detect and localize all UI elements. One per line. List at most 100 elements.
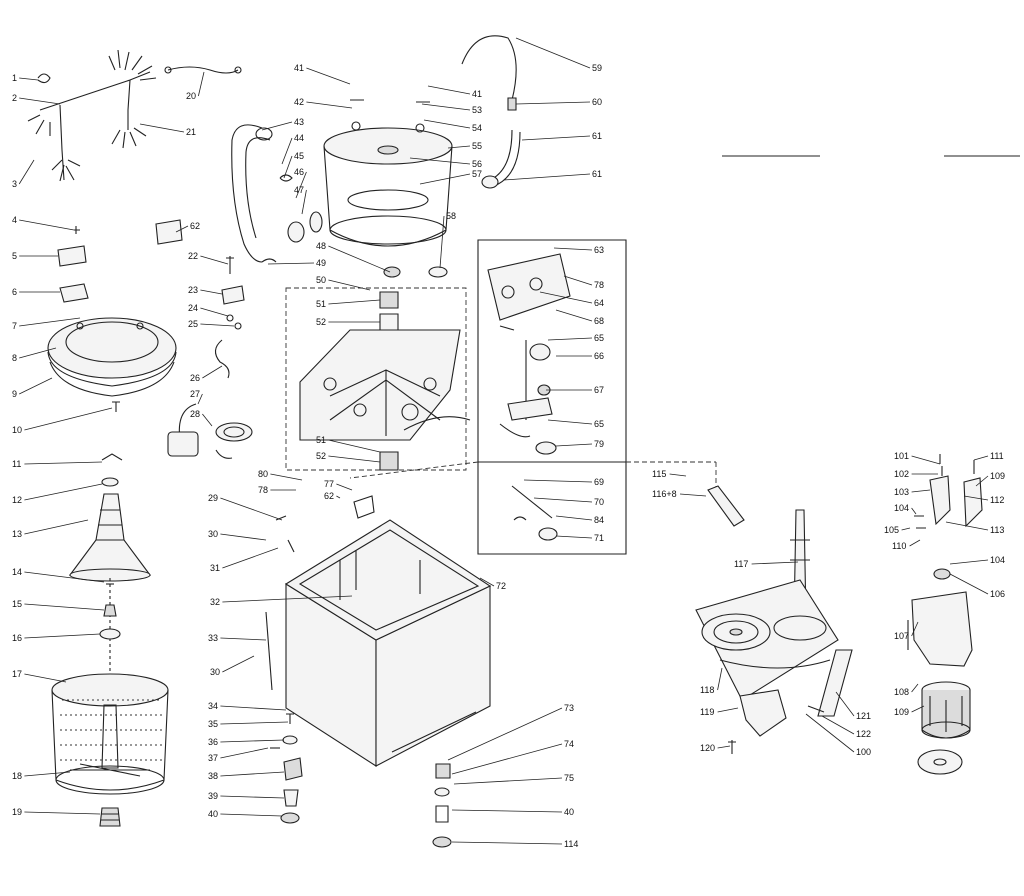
part-label: 40: [564, 807, 574, 817]
part-label: 102: [894, 469, 909, 479]
leader-line: [555, 443, 593, 447]
leader-line: [202, 413, 213, 427]
agitator-cap: [101, 453, 123, 487]
part-label: 100: [856, 747, 871, 757]
wire-harness: [27, 49, 242, 182]
part-label: 111: [990, 451, 1004, 461]
leader-line: [270, 473, 303, 481]
part-label: 14: [12, 567, 22, 577]
leader-line: [945, 521, 989, 531]
leveling-legs-34-40: [270, 713, 303, 824]
leader-line: [447, 145, 471, 149]
leader-line: [220, 497, 283, 521]
leader-line: [175, 225, 189, 233]
leader-line: [336, 483, 353, 491]
leader-line: [198, 71, 205, 97]
leader-line: [281, 137, 293, 165]
leader-line: [421, 103, 471, 111]
cabinet: [265, 495, 492, 768]
leader-line: [963, 495, 989, 501]
leader-line: [949, 573, 989, 595]
part-label: 58: [446, 211, 456, 221]
leader-line: [222, 595, 353, 603]
part-label: 24: [188, 303, 198, 313]
part-label: 79: [594, 439, 604, 449]
leader-line: [447, 707, 563, 761]
part-label: 45: [294, 151, 304, 161]
part-label: 121: [856, 711, 871, 721]
leader-line: [301, 189, 307, 215]
part-label: 60: [592, 97, 602, 107]
dash-leaders: [349, 461, 717, 500]
part-label: 62: [190, 221, 200, 231]
leader-line: [427, 85, 471, 95]
part-label: 9: [12, 389, 17, 399]
part-label: 1: [12, 73, 17, 83]
leader-line: [717, 707, 739, 713]
part-label: 104: [894, 503, 909, 513]
leader-line: [222, 655, 255, 673]
leader-line: [821, 715, 855, 735]
leader-line: [901, 527, 911, 531]
part-label: 70: [594, 497, 604, 507]
leader-line: [911, 621, 919, 637]
part-label: 117: [734, 559, 748, 569]
part-label: 77: [324, 479, 334, 489]
leader-line: [521, 135, 591, 141]
part-label: 37: [208, 753, 218, 763]
leader-line: [669, 473, 687, 477]
part-label: 23: [188, 285, 198, 295]
agitator-parts-14-16: [99, 578, 121, 700]
leader-line: [24, 571, 105, 583]
leader-line: [911, 683, 919, 693]
part-label: 56: [472, 159, 482, 169]
part-label: 32: [210, 597, 220, 607]
leader-line: [222, 547, 279, 569]
leader-line: [306, 101, 353, 109]
part-label: 112: [990, 495, 1004, 505]
leader-line: [911, 507, 917, 515]
part-label: 22: [188, 251, 198, 261]
leader-line: [503, 173, 591, 181]
leveling-legs-72-75: [432, 763, 452, 848]
part-label: 106: [990, 589, 1005, 599]
leader-line: [220, 795, 285, 799]
part-label: 110: [892, 541, 906, 551]
part-label: 115: [652, 469, 666, 479]
part-label: 68: [594, 316, 604, 326]
leader-line: [949, 559, 989, 565]
leader-line: [267, 262, 315, 265]
leader-line: [261, 121, 293, 131]
leader-line: [973, 455, 989, 461]
tub-ring: [47, 317, 177, 397]
part-label: 101: [894, 451, 909, 461]
leader-line: [555, 515, 593, 521]
part-label: 78: [258, 485, 268, 495]
part-label: 4: [12, 215, 17, 225]
part-label: 55: [472, 141, 482, 151]
leader-line: [835, 691, 855, 717]
part-label: 103: [894, 487, 909, 497]
leader-line: [18, 159, 35, 185]
part-label: 61: [592, 169, 602, 179]
leader-line: [409, 157, 471, 165]
part-label: 48: [316, 241, 326, 251]
switch-parts-22-26: [214, 256, 245, 379]
hose-43: [231, 124, 273, 263]
part-label: 39: [208, 791, 218, 801]
part-label: 12: [12, 495, 22, 505]
part-label: 34: [208, 701, 218, 711]
part-label: 18: [12, 771, 22, 781]
leader-line: [19, 377, 53, 395]
part-label: 71: [594, 533, 604, 543]
part-label: 3: [12, 179, 17, 189]
leader-line: [24, 483, 103, 501]
motor-mount: [907, 568, 973, 667]
part-label: 107: [894, 631, 909, 641]
leader-line: [19, 77, 39, 81]
leader-line: [220, 747, 269, 759]
part-label: 41: [472, 89, 482, 99]
part-label: 36: [208, 737, 218, 747]
part-label: 51: [316, 299, 326, 309]
